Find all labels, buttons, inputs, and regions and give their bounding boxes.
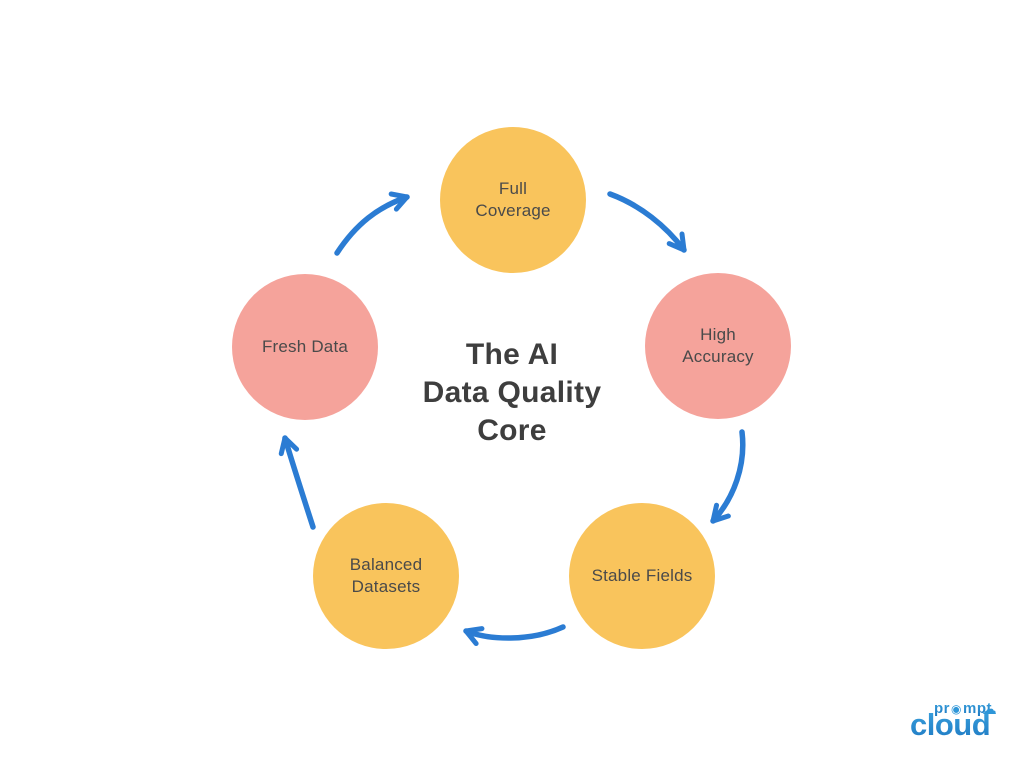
promptcloud-logo: pr ◉ mpt cloud ☁ [910, 701, 997, 742]
node-stable-fields: Stable Fields [569, 503, 715, 649]
arrow-high-accuracy-to-stable-fields [710, 429, 746, 524]
cloud-icon: ☁ [981, 701, 997, 718]
logo-cloud-text: cloud ☁ [910, 702, 997, 742]
target-icon: ◉ [951, 703, 962, 715]
node-full-coverage: Full Coverage [440, 127, 586, 273]
arrow-full-coverage-to-high-accuracy [607, 191, 687, 253]
logo-prompt-post: mpt [963, 701, 992, 716]
arrow-balanced-datasets-to-fresh-data [278, 435, 316, 530]
node-balanced-datasets: Balanced Datasets [313, 503, 459, 649]
node-full-coverage-label: Full Coverage [475, 178, 551, 220]
node-high-accuracy: High Accuracy [645, 273, 791, 419]
node-high-accuracy-label: High Accuracy [682, 324, 754, 366]
arrow-stable-fields-to-balanced-datasets [463, 624, 566, 647]
logo-prompt-pre: pr [934, 701, 950, 716]
node-balanced-datasets-label: Balanced Datasets [349, 554, 423, 596]
node-fresh-data: Fresh Data [232, 274, 378, 420]
logo-prompt-text: pr ◉ mpt [934, 701, 992, 716]
logo-cloud-word: cloud [910, 707, 991, 742]
node-fresh-data-label: Fresh Data [261, 336, 349, 356]
arrow-fresh-data-to-full-coverage [334, 191, 410, 256]
diagram-title: The AI Data Quality Core [422, 338, 602, 448]
node-stable-fields-label: Stable Fields [591, 565, 693, 585]
